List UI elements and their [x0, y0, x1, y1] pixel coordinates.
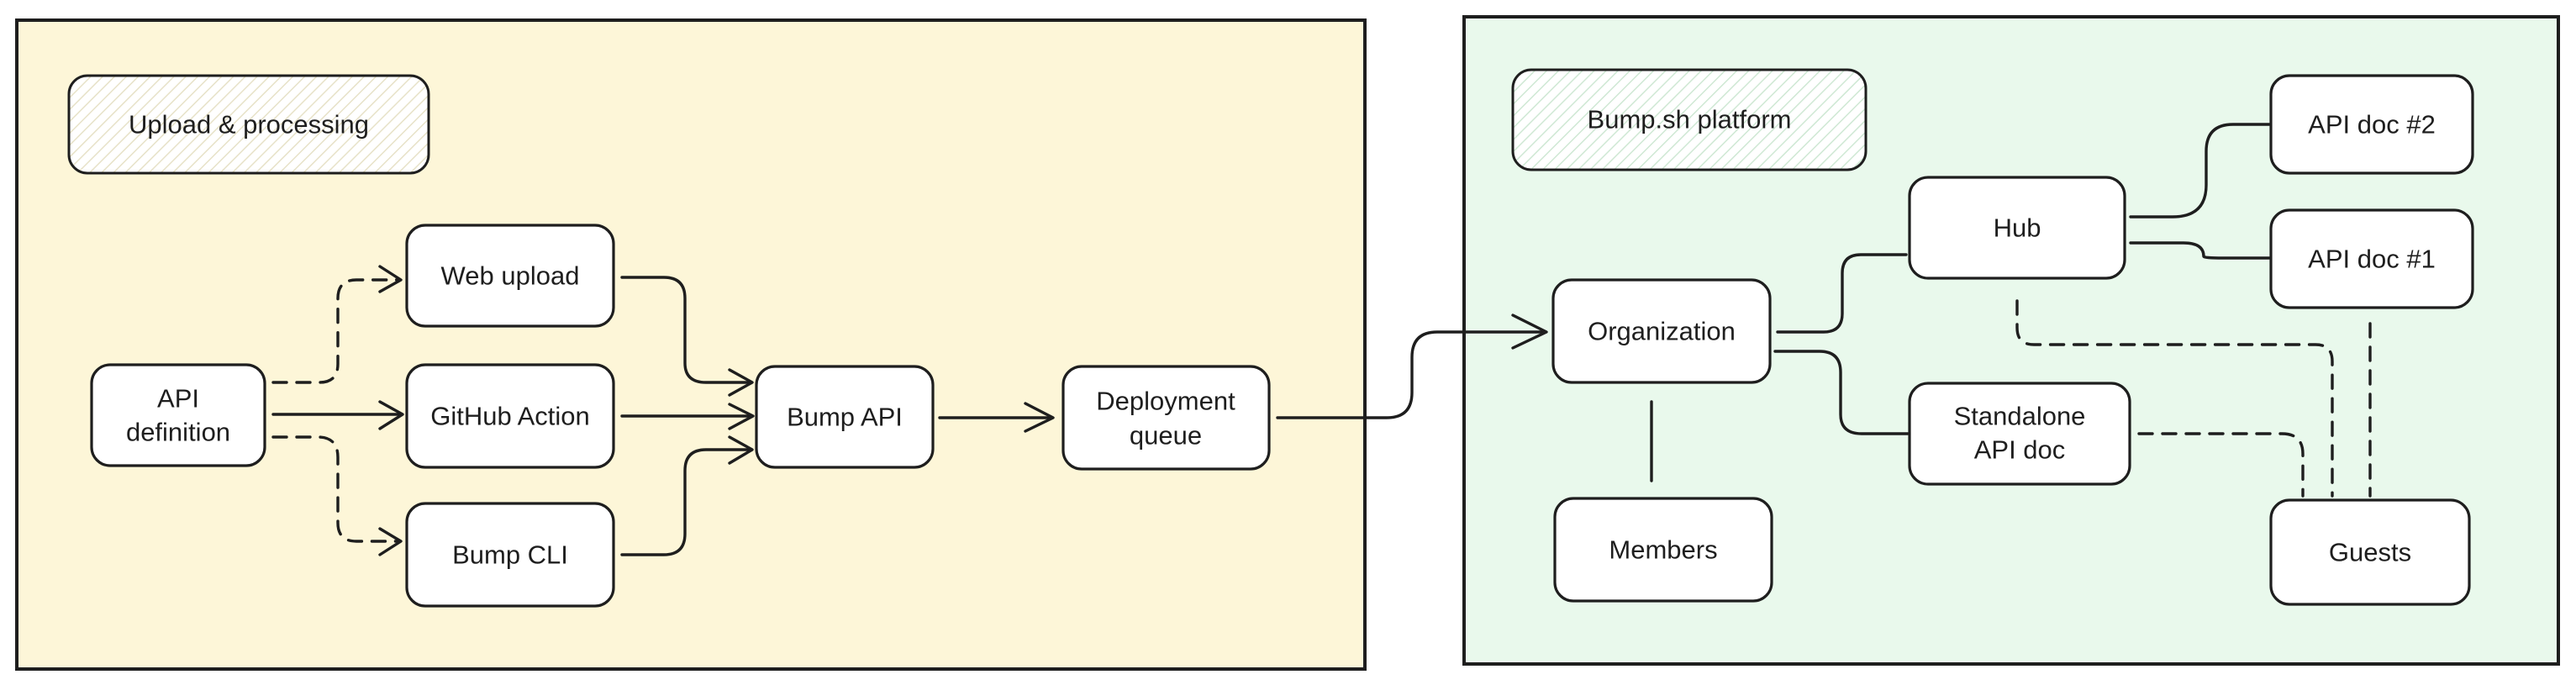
- node-bump-cli: Bump CLI: [405, 502, 615, 608]
- node-web-upload-label: Web upload: [441, 261, 580, 291]
- node-hub: Hub: [1908, 176, 2126, 280]
- node-organization: Organization: [1551, 278, 1772, 384]
- node-bump-api: Bump API: [755, 365, 935, 469]
- bump-platform-title: Bump.sh platform: [1511, 68, 1867, 171]
- node-api-doc-2-label: API doc #2: [2308, 110, 2436, 140]
- node-standalone-api-doc: Standalone API doc: [1908, 382, 2131, 486]
- node-standalone-line-2: API doc: [1974, 435, 2066, 465]
- edge-api-definition-to-web-upload: [271, 278, 401, 384]
- edge-web-upload-to-bump-api: [620, 276, 752, 384]
- edge-api-definition-to-bump-cli: [271, 435, 401, 543]
- edge-deployment-queue-to-organization: [1276, 330, 1546, 419]
- node-members-label: Members: [1609, 535, 1717, 565]
- upload-processing-title: Upload & processing: [67, 74, 430, 175]
- node-api-doc-1: API doc #1: [2269, 208, 2474, 309]
- node-standalone-line-1: Standalone: [1954, 402, 2086, 431]
- node-members: Members: [1553, 497, 1773, 603]
- node-deployment-queue-line-2: queue: [1130, 421, 1202, 451]
- edge-hub-to-guests: [2015, 299, 2334, 498]
- svg-text:Upload & processing: Upload & processing: [129, 110, 369, 140]
- edges: [271, 123, 2372, 556]
- node-api-doc-2: API doc #2: [2269, 74, 2474, 175]
- node-github-action: GitHub Action: [405, 363, 615, 469]
- node-organization-label: Organization: [1588, 317, 1736, 346]
- node-api-doc-1-label: API doc #1: [2308, 245, 2436, 274]
- edge-hub-to-api-doc-2: [2129, 123, 2271, 219]
- node-guests-label: Guests: [2329, 538, 2411, 567]
- node-web-upload: Web upload: [405, 224, 615, 328]
- edge-hub-to-api-doc-1: [2129, 241, 2271, 260]
- node-api-definition: API definition: [90, 363, 266, 467]
- node-deployment-queue: Deployment queue: [1061, 365, 1271, 471]
- node-hub-label: Hub: [1994, 213, 2041, 243]
- svg-text:Bump.sh platform: Bump.sh platform: [1588, 105, 1792, 134]
- node-github-action-label: GitHub Action: [430, 402, 590, 431]
- edge-organization-to-hub: [1776, 253, 1908, 334]
- edge-organization-to-standalone: [1773, 350, 1910, 435]
- node-bump-cli-label: Bump CLI: [452, 540, 568, 570]
- node-api-definition-line-1: API: [157, 384, 199, 414]
- node-api-definition-line-2: definition: [126, 418, 230, 447]
- node-bump-api-label: Bump API: [787, 403, 903, 432]
- node-deployment-queue-line-1: Deployment: [1096, 387, 1235, 416]
- edge-bump-cli-to-bump-api: [620, 448, 752, 556]
- node-guests: Guests: [2269, 498, 2471, 606]
- edge-standalone-to-guests: [2137, 432, 2305, 498]
